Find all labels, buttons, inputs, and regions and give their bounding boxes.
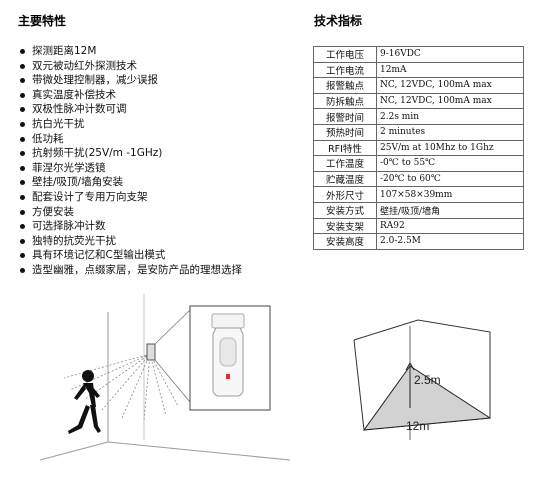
features-heading: 主要特性 <box>18 14 67 28</box>
feature-item: 独特的抗荧光干扰 <box>20 234 242 249</box>
spec-key: 安装支架 <box>313 217 377 235</box>
spec-value: NC, 12VDC, 100mA max <box>376 92 524 110</box>
feature-item: 菲涅尔光学透镜 <box>20 161 242 176</box>
spec-key: 防拆触点 <box>313 92 377 110</box>
feature-item: 真实温度补偿技术 <box>20 88 242 103</box>
spec-value: -20℃ to 60℃ <box>376 170 524 188</box>
feature-item: 方便安装 <box>20 205 242 220</box>
spec-value: 9-16VDC <box>376 46 524 63</box>
spec-value: 2.2s min <box>376 108 524 125</box>
spec-key: 报警触点 <box>313 77 377 94</box>
spec-row: 贮藏温度-20℃ to 60℃ <box>313 170 524 188</box>
spec-value: 107×58×39mm <box>376 186 524 203</box>
spec-key: 安装方式 <box>313 201 377 219</box>
feature-item: 抗射频干扰(25V/m -1GHz) <box>20 146 242 161</box>
spec-value: RA92 <box>376 217 524 235</box>
spec-key: 预热时间 <box>313 123 377 141</box>
spec-row: 安装方式壁挂/吸顶/墙角 <box>313 201 524 219</box>
specs-heading: 技术指标 <box>314 14 363 28</box>
spec-value: NC, 12VDC, 100mA max <box>376 77 524 94</box>
spec-key: 外形尺寸 <box>313 186 377 203</box>
spec-key: 工作电压 <box>313 46 377 63</box>
distance-label: 12m <box>406 419 429 433</box>
feature-item: 双极性脉冲计数可调 <box>20 102 242 117</box>
spec-key: 工作电流 <box>313 61 377 79</box>
spec-value: 壁挂/吸顶/墙角 <box>376 201 524 219</box>
spec-key: RFI特性 <box>313 139 377 157</box>
feature-item: 带微处理控制器，减少误报 <box>20 73 242 88</box>
spec-value: -0℃ to 55℃ <box>376 155 524 172</box>
spec-value: 12mA <box>376 61 524 79</box>
feature-item: 具有环境记忆和C型输出模式 <box>20 248 242 263</box>
room-coverage-diagram: 2.5m 12m <box>353 319 492 440</box>
spec-value: 25V/m at 10Mhz to 1Ghz <box>376 139 524 157</box>
spec-key: 贮藏温度 <box>313 170 377 188</box>
detection-rays <box>63 353 179 421</box>
small-detector <box>146 343 156 361</box>
feature-item: 双元被动红外探测技术 <box>20 59 242 74</box>
feature-item: 造型幽雅，点缀家居，是安防产品的理想选择 <box>20 263 242 278</box>
pir-detector-icon <box>211 313 245 397</box>
height-label: 2.5m <box>414 373 441 387</box>
spec-value: 2 minutes <box>376 123 524 141</box>
spec-row: 工作温度-0℃ to 55℃ <box>313 155 524 172</box>
coverage-zone <box>362 365 492 431</box>
spec-value: 2.0-2.5M <box>376 233 524 250</box>
person-silhouette <box>68 370 101 434</box>
detector-illustration <box>40 294 290 461</box>
spec-key: 工作温度 <box>313 155 377 172</box>
spec-key: 安装高度 <box>313 233 377 250</box>
feature-item: 低功耗 <box>20 132 242 147</box>
spec-key: 报警时间 <box>313 108 377 125</box>
feature-item: 抗白光干扰 <box>20 117 242 132</box>
feature-item: 探测距离12M <box>20 44 242 59</box>
feature-item: 可选择脉冲计数 <box>20 219 242 234</box>
feature-item: 壁挂/吸顶/墙角安装 <box>20 175 242 190</box>
feature-item: 配套设计了专用万向支架 <box>20 190 242 205</box>
